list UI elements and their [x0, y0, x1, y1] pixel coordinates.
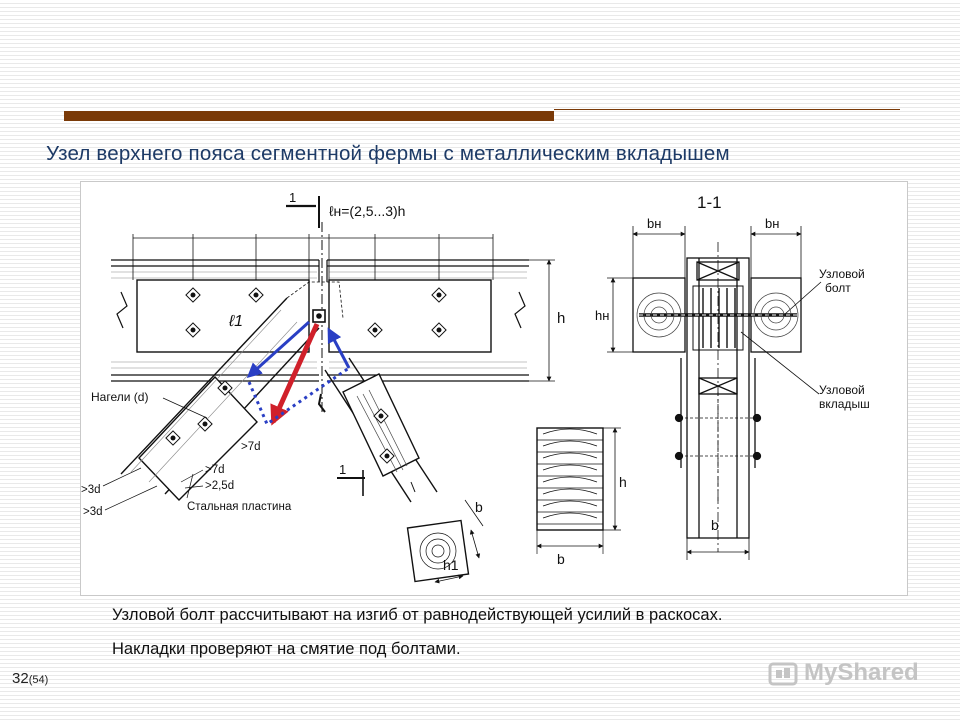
truss-node-drawing: 1 ℓн=(2,5...3)h h ℓ1: [80, 181, 908, 596]
plate-right: [328, 279, 492, 353]
watermark: MyShared: [768, 656, 919, 690]
dim-b-section: b: [557, 551, 565, 567]
left-brace: [120, 297, 320, 502]
label-steel-plate: Стальная пластина: [187, 501, 292, 513]
section-title: 1-1: [697, 193, 722, 212]
caption-line-1: Узловой болт рассчитывают на изгиб от ра…: [112, 606, 723, 624]
dim-b-section-right: b: [711, 517, 719, 533]
page-current: 32: [12, 670, 29, 687]
label-node-bolt-1: Узловой: [819, 267, 865, 281]
title-accent-line: [554, 109, 900, 110]
dim-h-chord: h: [557, 310, 565, 327]
brace-force-left: [246, 320, 311, 379]
dim-hn: hн: [595, 308, 609, 323]
title-accent-bar: [64, 111, 554, 121]
right-brace: [324, 357, 438, 503]
label-node-insert-1: Узловой: [819, 383, 865, 397]
label-25d: >2,5d: [205, 480, 234, 492]
brace-right-bolts: [373, 408, 395, 464]
plate-left: [136, 279, 310, 353]
resultant-force-arrow: [270, 322, 320, 426]
brace-force-right: [327, 327, 351, 369]
label-3d-a: >3d: [81, 484, 101, 496]
plate-bolts: [185, 287, 447, 338]
label-nageli: Нагели (d): [91, 390, 148, 404]
watermark-logo-icon: [768, 662, 798, 686]
ln-formula: ℓн=(2,5...3)h: [329, 203, 405, 219]
label-7d-b: >7d: [205, 464, 225, 476]
label-node-insert-2: вкладыш: [819, 397, 870, 411]
dim-bn-right: bн: [765, 216, 779, 231]
slide-title: Узел верхнего пояса сегментной фермы с м…: [46, 142, 730, 165]
force-parallelogram: [247, 366, 350, 427]
page-total: (54): [28, 674, 49, 686]
watermark-text: MyShared: [804, 659, 919, 686]
brace-left-bolts: [165, 380, 233, 446]
label-3d-b: >3d: [83, 506, 103, 518]
section-mark-lower: 1: [339, 462, 346, 477]
label-node-bolt-2: болт: [825, 281, 851, 295]
section-1-1-view: [632, 242, 802, 552]
top-chord-right: [326, 259, 529, 382]
caption-line-2: Накладки проверяют на смятие под болтами…: [112, 640, 461, 658]
drawing-svg: 1 ℓн=(2,5...3)h h ℓ1: [81, 190, 870, 584]
dim-b-brace: b: [475, 499, 483, 515]
dim-h1-brace: h1: [443, 557, 459, 573]
brace-cross-section: [406, 499, 484, 584]
page-number: 32(54): [12, 670, 48, 687]
dim-l1: ℓ1: [228, 313, 243, 330]
chord-cross-section: [536, 427, 621, 554]
dim-h-section: h: [619, 474, 627, 490]
label-7d-a: >7d: [241, 441, 261, 453]
section-mark-top: 1: [289, 190, 296, 205]
dim-bn-left: bн: [647, 216, 661, 231]
